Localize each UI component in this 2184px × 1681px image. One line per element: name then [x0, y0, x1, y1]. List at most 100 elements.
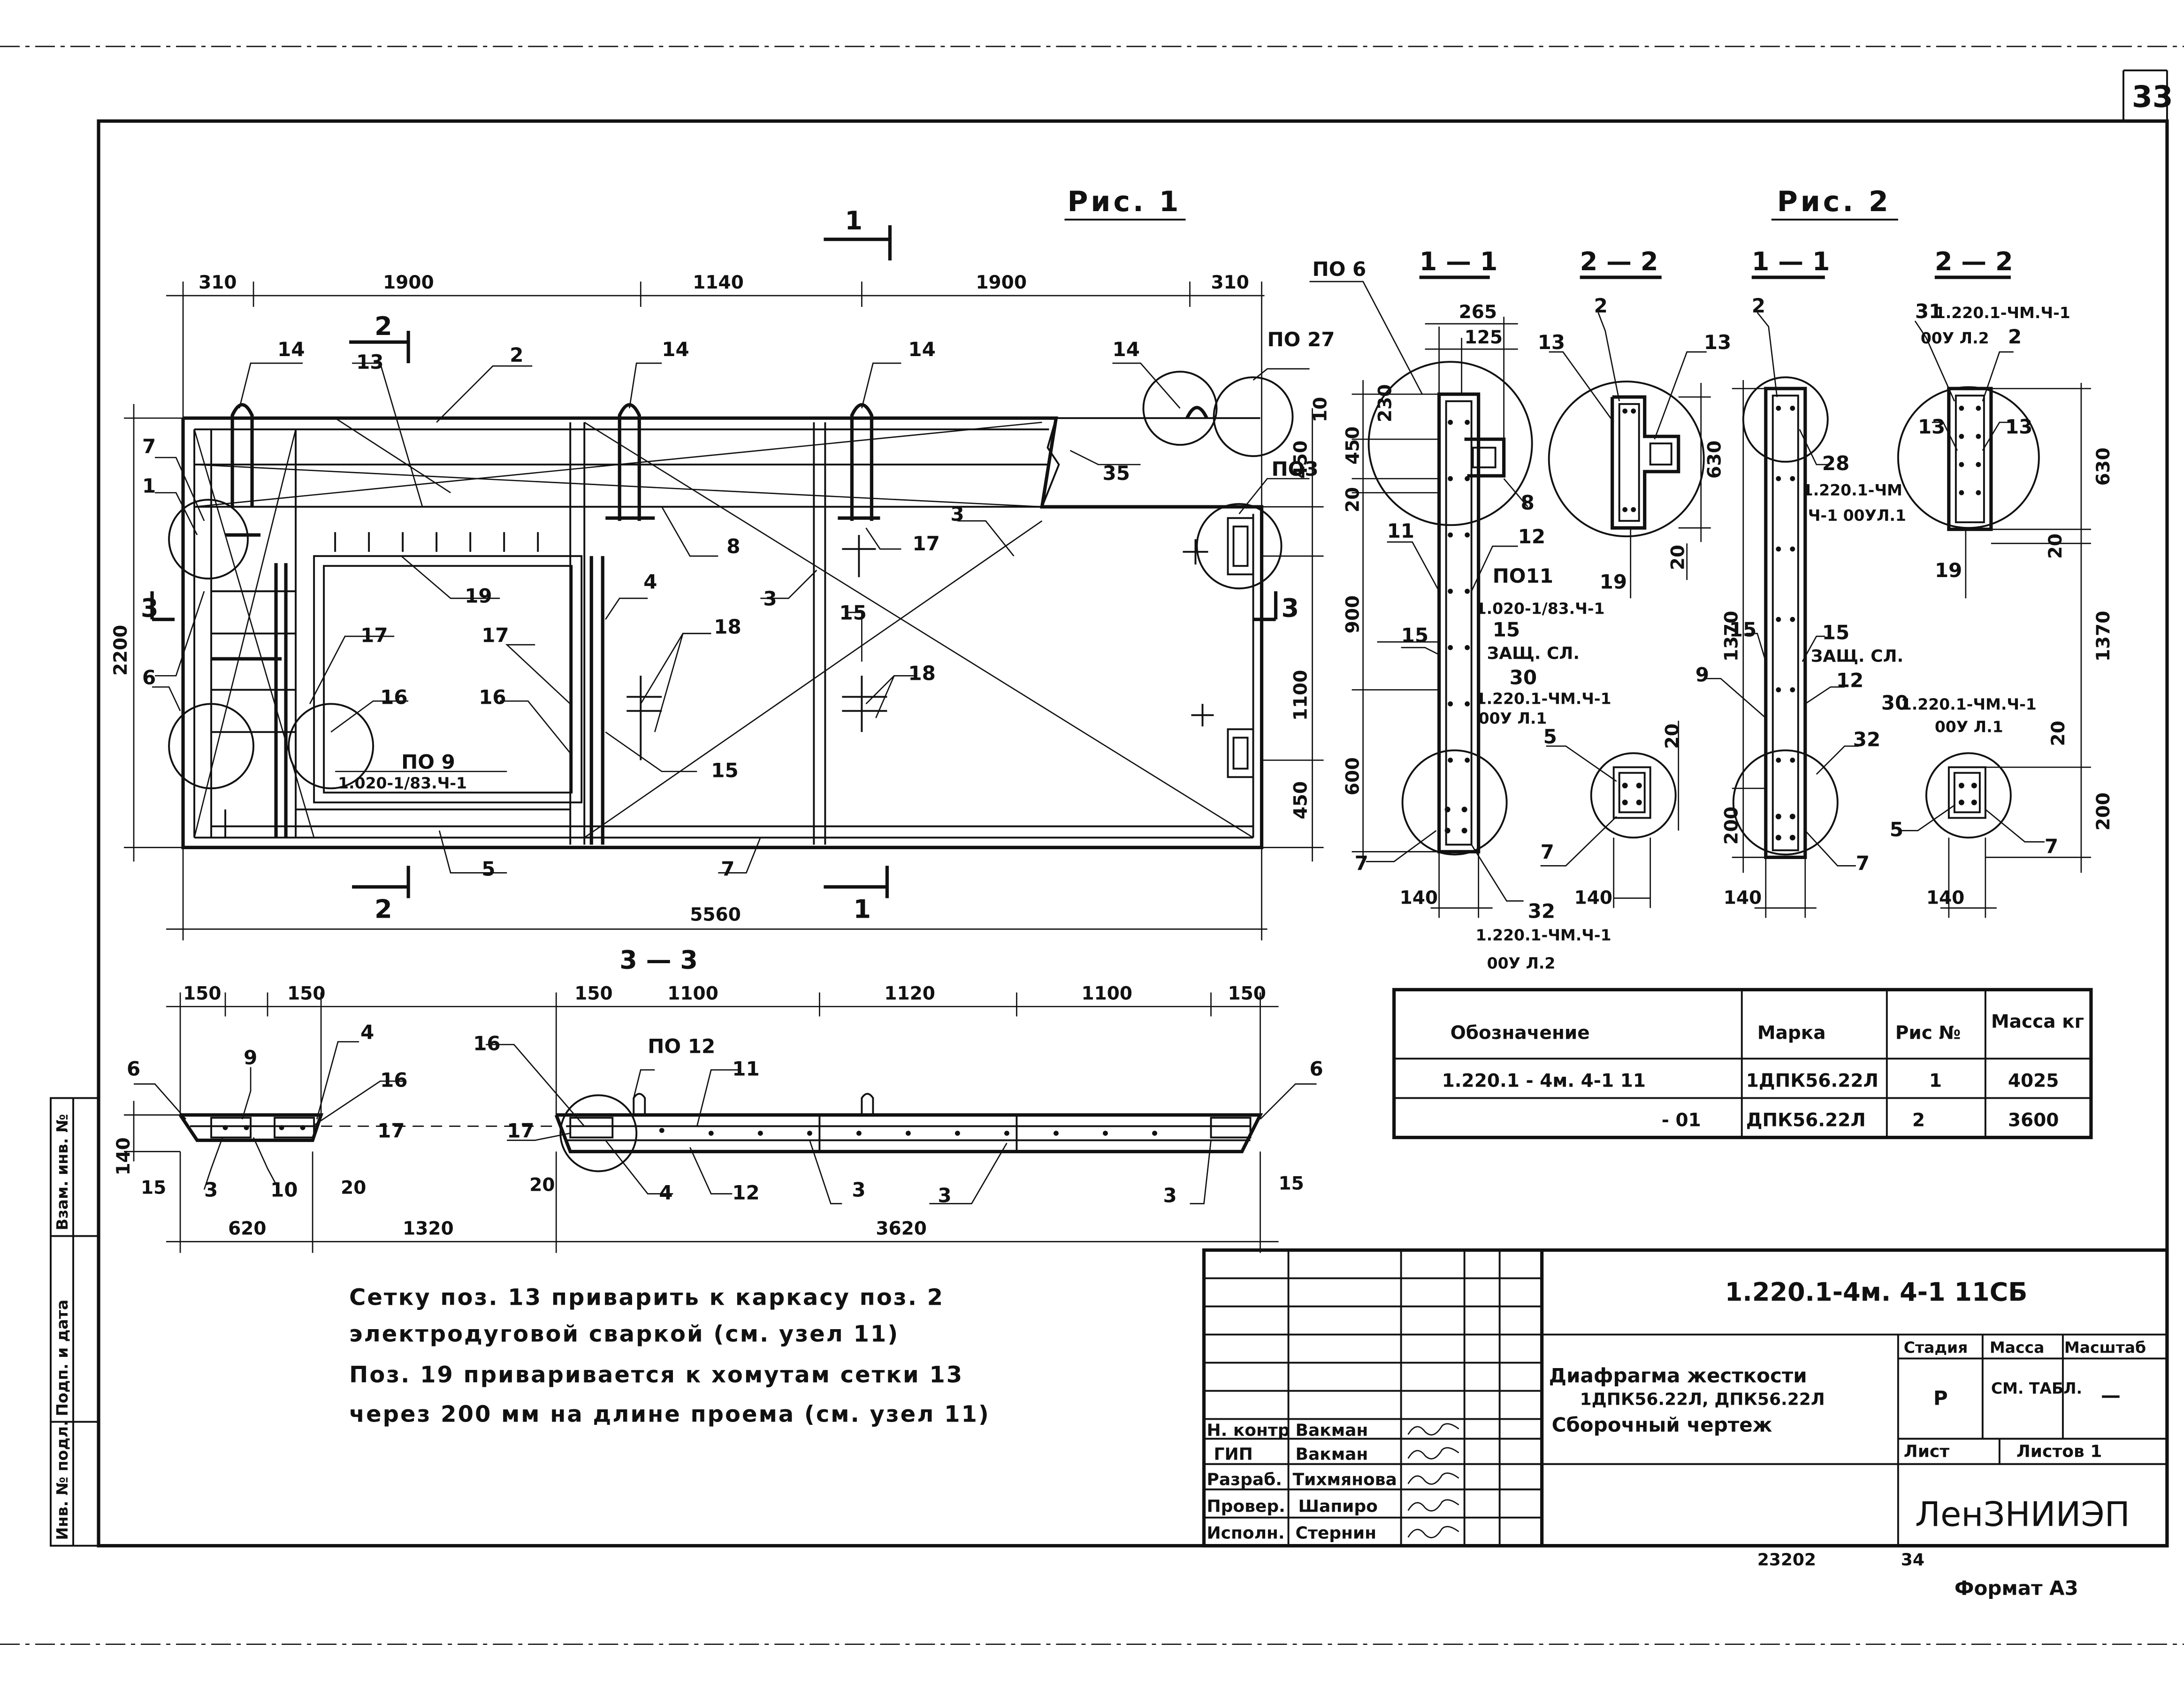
- spec-h-fig: Рис №: [1895, 1022, 1961, 1043]
- tb-mass: СМ. ТАБЛ.: [1991, 1379, 2082, 1398]
- callout-35: 35: [1102, 462, 1130, 485]
- dim2-200: 200: [1721, 806, 1742, 844]
- spec-h-mass: Масса кг: [1991, 1011, 2084, 1032]
- dim-140: 140: [1400, 887, 1438, 908]
- callout33-6a: 6: [127, 1057, 140, 1080]
- callout33-3b: 3: [852, 1179, 865, 1202]
- cutmark-2-top: 2: [374, 312, 392, 341]
- tb-name-3: Тихмянова: [1293, 1470, 1397, 1490]
- cutmark-3-right: 3: [1282, 593, 1299, 623]
- callout-12-s11b: 12: [1836, 669, 1863, 692]
- callout-7b-plan: 7: [721, 857, 734, 880]
- tb-code: 1.220.1-4м. 4-1 11СБ: [1725, 1278, 2028, 1307]
- callout33-3d: 3: [1163, 1184, 1176, 1207]
- callout-15-s11: 15: [1401, 624, 1428, 647]
- uzel-11: ПО11: [1493, 564, 1553, 587]
- callout33-10: 10: [270, 1179, 298, 1202]
- ref-28: 1.220.1-ЧМ: [1802, 481, 1902, 499]
- spec-r2-mark: ДПК56.22Л: [1746, 1110, 1866, 1131]
- uzel-6: ПО 6: [1313, 258, 1367, 281]
- tb-name-1: Вакман: [1296, 1421, 1368, 1440]
- stamp-inv-podl: Инв. № подл.: [53, 1420, 71, 1540]
- section-3-3-leaders: [134, 1041, 1317, 1204]
- dim-265: 265: [1459, 302, 1497, 323]
- dim2-140b: 140: [1926, 887, 1964, 908]
- dim-450b: 450: [1291, 781, 1312, 819]
- fig2-section-2-2-leaders: [1901, 320, 2045, 843]
- dim33-140: 140: [113, 1137, 134, 1175]
- ref-31: 1.220.1-ЧМ.Ч-1: [1935, 304, 2070, 322]
- tb-mass-h: Масса: [1990, 1339, 2045, 1357]
- fig2-cut-1-1: 1 — 1: [1752, 247, 1830, 276]
- sheet-frame: [0, 46, 2184, 1645]
- fig1-title: Рис. 1: [1067, 185, 1181, 218]
- callout-32-s11b: 32: [1853, 728, 1880, 751]
- dim-140b: 140: [1574, 887, 1612, 908]
- callout-17b-plan: 17: [481, 624, 509, 647]
- callout-9-s11b: 9: [1695, 663, 1709, 686]
- callout-13b-s22: 13: [1704, 331, 1731, 354]
- callout-2-s22b: 2: [2008, 325, 2022, 348]
- dim-230: 230: [1375, 384, 1396, 422]
- tb-role-razrab: Разраб.: [1207, 1470, 1282, 1490]
- ref-31s: 00У Л.2: [1921, 329, 1989, 347]
- cutmark-1-top: 1: [845, 206, 863, 236]
- dim-20: 20: [1343, 487, 1364, 512]
- spec-r2-designation: - 01: [1662, 1110, 1701, 1131]
- tb-title-2: 1ДПК56.22Л, ДПК56.22Л: [1580, 1390, 1825, 1409]
- fig1-section-1-1: [1352, 275, 1533, 918]
- spec-r1-mark: 1ДПК56.22Л: [1746, 1070, 1879, 1091]
- dim33-20a: 20: [341, 1178, 366, 1199]
- callout-15a-s11b: 15: [1729, 618, 1756, 641]
- dim2-200b: 200: [2093, 792, 2114, 830]
- callout33-11: 11: [732, 1057, 759, 1080]
- callout33-4b: 4: [659, 1181, 672, 1204]
- callout-8-s11: 8: [1521, 491, 1535, 514]
- tb-role-ispoln: Исполн.: [1207, 1524, 1285, 1543]
- callout-13a-s22: 13: [1538, 331, 1565, 354]
- tb-org: ЛенЗНИИЭП: [1915, 1495, 2130, 1534]
- cutmark-1-bottom: 1: [853, 894, 871, 924]
- tb-scale: —: [2101, 1384, 2121, 1407]
- ref-30s: 00У Л.1: [1479, 709, 1547, 727]
- callout-2-s11b: 2: [1752, 294, 1765, 317]
- fig1-section-1-1-leaders: [1309, 281, 1528, 902]
- dim2-1370b: 1370: [2093, 611, 2114, 662]
- sheet-number: 33: [2132, 80, 2173, 114]
- dim-310b: 310: [1211, 272, 1249, 293]
- dim-1900b: 1900: [976, 272, 1027, 293]
- callout-14a: 14: [277, 338, 305, 361]
- callout-19-s22: 19: [1600, 570, 1627, 593]
- callout33-16a: 16: [380, 1068, 407, 1091]
- spec-h-designation: Обозначение: [1451, 1022, 1590, 1043]
- title-block-grid: [1202, 1248, 2169, 1548]
- spec-h-mark: Марка: [1757, 1022, 1826, 1043]
- callout33-9: 9: [244, 1046, 257, 1069]
- tb-signatures: [1407, 1423, 1459, 1538]
- dim33-150d: 150: [1228, 983, 1266, 1004]
- note-line-1: Сетку поз. 13 приварить к каркасу поз. 2: [349, 1285, 944, 1311]
- callout-7-plan: 7: [142, 435, 156, 458]
- tb-name-2: Вакман: [1296, 1445, 1368, 1464]
- fig2-section-2-2: [1897, 275, 2091, 918]
- stamp-vzam-inv: Взам. инв. №: [53, 1114, 71, 1230]
- fig1-section-2-2-leaders: [1540, 312, 1707, 867]
- callout-15b-s11b: 15: [1822, 621, 1849, 644]
- plan-leaders: [152, 362, 1310, 874]
- cut-3-3-title: 3 — 3: [619, 945, 698, 974]
- callout-7-s22: 7: [1541, 840, 1554, 863]
- callout-7-s11b: 7: [1856, 852, 1870, 875]
- tb-stage-h: Стадия: [1904, 1339, 1968, 1357]
- dim33-150c: 150: [574, 983, 612, 1004]
- callout33-3c: 3: [938, 1184, 951, 1207]
- callout-17a-plan: 17: [360, 624, 388, 647]
- uzel-12: ПО 12: [648, 1034, 715, 1057]
- dim33-15a: 15: [141, 1178, 166, 1199]
- callout-5-s22: 5: [1543, 725, 1557, 748]
- dim2-1370: 1370: [1721, 611, 1742, 662]
- dim33-1100a: 1100: [667, 983, 718, 1004]
- callout33-17a: 17: [377, 1119, 405, 1142]
- callout-14c: 14: [908, 338, 935, 361]
- ref-32s: 00У Л.2: [1487, 954, 1556, 972]
